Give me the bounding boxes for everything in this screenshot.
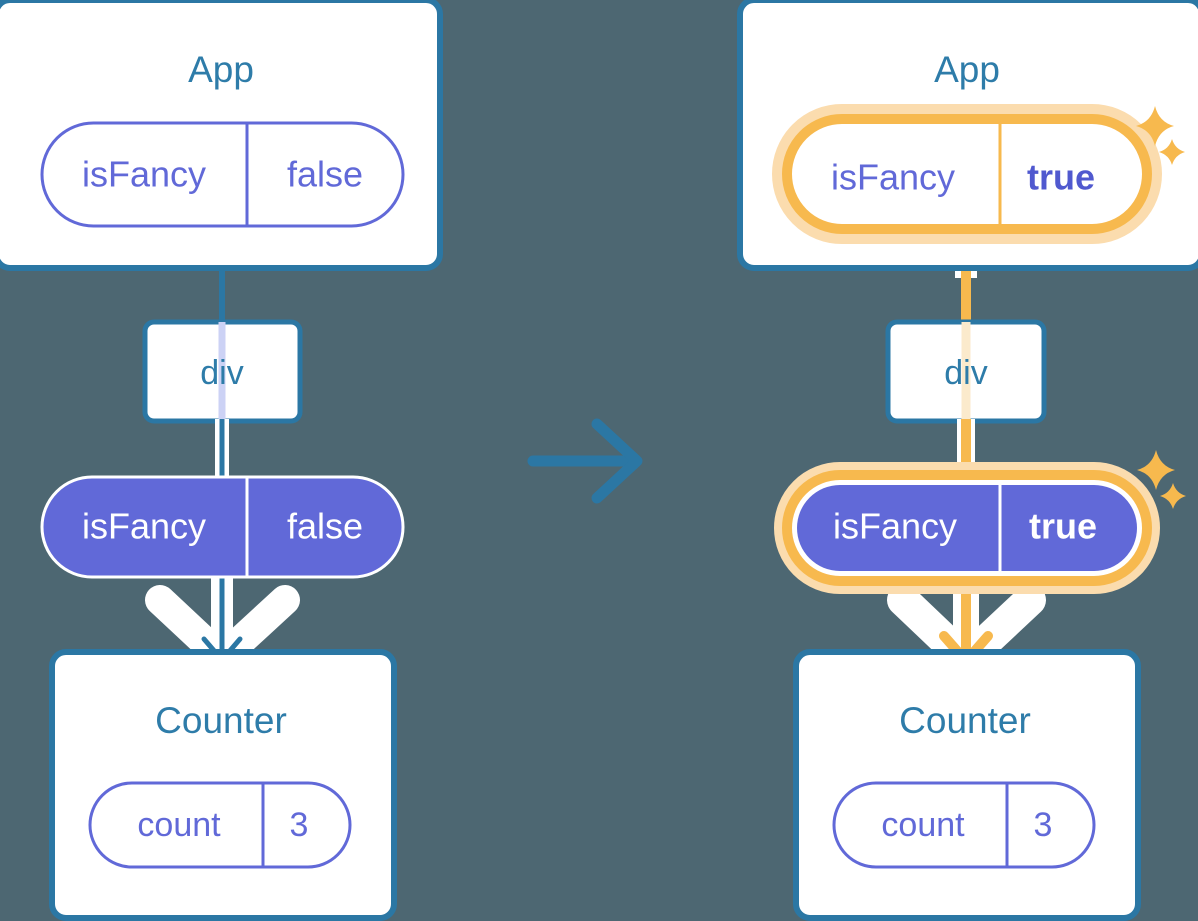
before-counter-pill-value: 3	[290, 806, 309, 844]
before-app-pill-name: isFancy	[82, 154, 206, 195]
sparkle-icon-large	[1136, 106, 1174, 146]
after-div-box: div	[885, 319, 1047, 424]
before-app-pill-value: false	[287, 154, 363, 195]
before-props-name: isFancy	[82, 506, 206, 547]
transition-arrow-icon	[527, 418, 643, 504]
after-counter-pill	[832, 781, 1096, 869]
after-app-pill-highlight-ring	[782, 114, 1152, 234]
before-props-pill: isFancy false	[40, 475, 405, 579]
after-counter-pill-value: 3	[1034, 806, 1053, 844]
before-counter-pill-name: count	[137, 806, 221, 844]
before-props-value: false	[287, 506, 363, 547]
after-props-value: true	[1029, 506, 1097, 547]
after-props-name: isFancy	[833, 506, 957, 547]
after-counter-pill-name: count	[881, 806, 965, 844]
after-app-pill-value: true	[1027, 157, 1095, 198]
after-props-pill-fill	[797, 485, 1137, 571]
after-div-label: div	[944, 354, 987, 392]
after-app-pill-name: isFancy	[831, 157, 955, 198]
before-app-title: App	[188, 49, 254, 90]
before-app-pill	[40, 121, 405, 228]
sparkle-icon-large	[1137, 450, 1175, 490]
after-app-sparkle-group	[1136, 106, 1185, 165]
after-counter-box: Counter count 3	[793, 649, 1141, 921]
sparkle-icon-small	[1160, 483, 1186, 509]
after-app-title: App	[934, 49, 1000, 90]
after-props-sparkle-group	[1137, 450, 1186, 509]
after-app-box: App isFancy true	[737, 0, 1198, 271]
before-div-label: div	[200, 354, 243, 392]
after-props-pill: isFancy true	[774, 462, 1160, 594]
before-app-box: App isFancy false	[0, 0, 443, 271]
before-counter-box: Counter count 3	[49, 649, 397, 921]
before-counter-title: Counter	[155, 700, 287, 741]
sparkle-icon-small	[1159, 139, 1185, 165]
before-div-box: div	[142, 319, 303, 424]
after-counter-title: Counter	[899, 700, 1031, 741]
before-counter-pill	[88, 781, 352, 869]
